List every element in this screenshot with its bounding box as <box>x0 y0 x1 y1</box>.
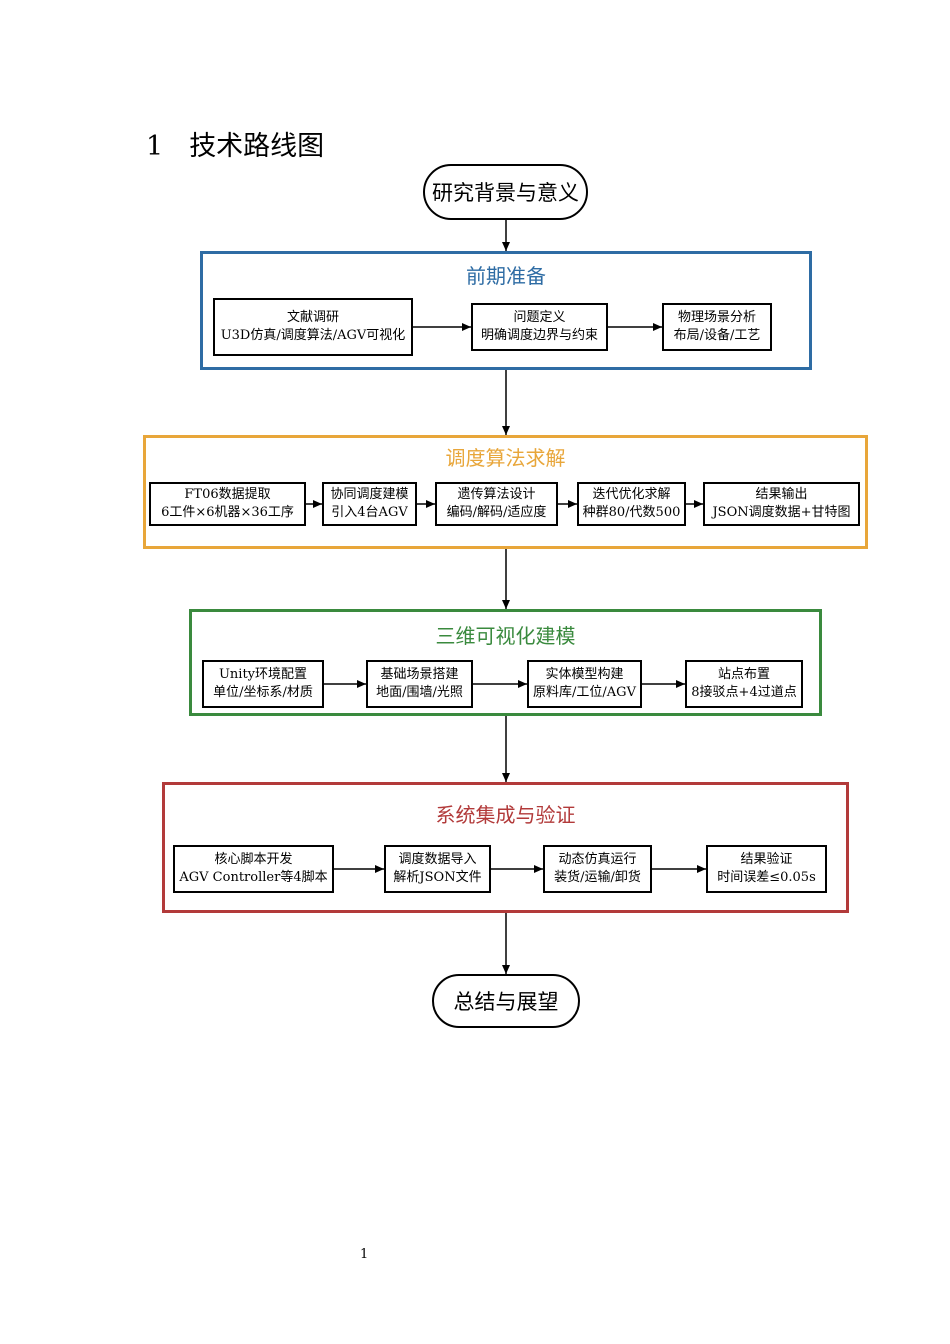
step-result-validation: 结果验证时间误差≤0.05s <box>706 845 827 893</box>
end-node: 总结与展望 <box>432 974 580 1028</box>
stage-title: 三维可视化建模 <box>435 624 576 648</box>
stage-visualization: 三维可视化建模 <box>189 609 822 716</box>
page-number: 1 <box>360 1247 369 1262</box>
stage-title: 系统集成与验证 <box>435 803 576 827</box>
stage-scheduling: 调度算法求解 <box>143 435 868 549</box>
start-node-label: 研究背景与意义 <box>432 181 579 205</box>
step-collaborative-modeling: 协同调度建模引入4台AGV <box>322 482 417 526</box>
step-entity-modeling: 实体模型构建原料库/工位/AGV <box>527 660 642 708</box>
section-title: 技术路线图 <box>189 131 325 162</box>
step-iterative-optimization: 迭代优化求解种群80/代数500 <box>577 482 686 526</box>
end-node-label: 总结与展望 <box>453 990 559 1014</box>
step-scene-analysis: 物理场景分析布局/设备/工艺 <box>662 303 772 351</box>
step-problem-definition: 问题定义明确调度边界与约束 <box>471 303 608 351</box>
step-ga-design: 遗传算法设计编码/解码/适应度 <box>435 482 558 526</box>
step-dynamic-simulation: 动态仿真运行装货/运输/卸货 <box>543 845 652 893</box>
section-number: 1 <box>146 131 164 162</box>
start-node: 研究背景与意义 <box>423 164 588 220</box>
step-data-import: 调度数据导入解析JSON文件 <box>384 845 491 893</box>
stage-integration: 系统集成与验证 <box>162 782 849 913</box>
stage-preparation: 前期准备 <box>200 251 812 370</box>
step-base-scene: 基础场景搭建地面/围墙/光照 <box>366 660 473 708</box>
stage-title: 前期准备 <box>466 264 546 288</box>
stage-title: 调度算法求解 <box>445 446 566 470</box>
section-heading: 1 技术路线图 <box>146 124 324 163</box>
step-unity-config: Unity环境配置单位/坐标系/材质 <box>202 660 324 708</box>
